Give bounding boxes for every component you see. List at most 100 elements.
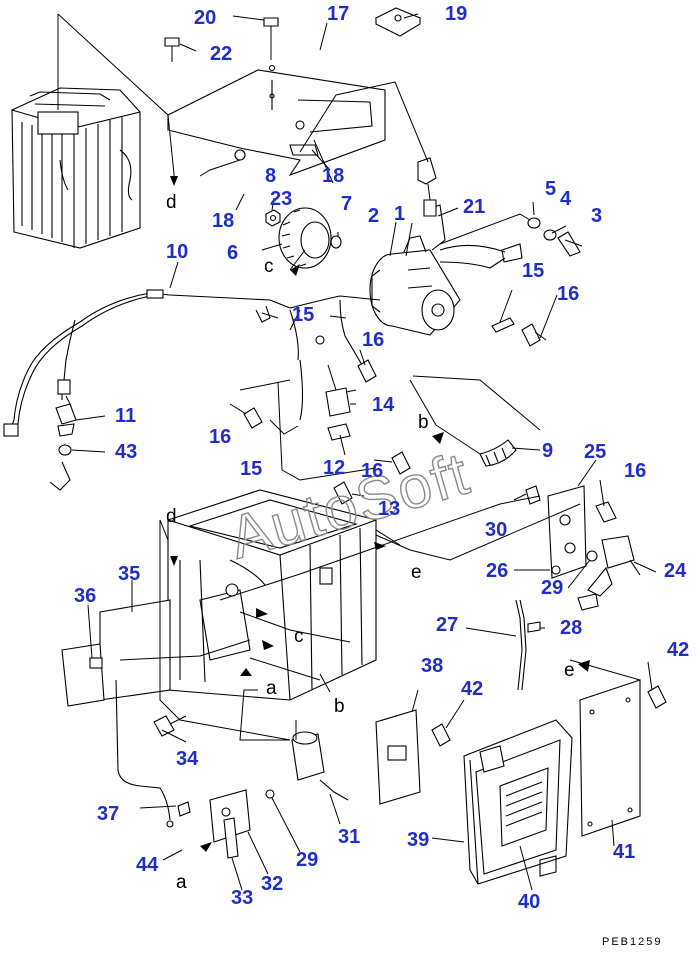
wire-37 <box>115 679 174 828</box>
ref-letter-a-frame: a <box>266 678 277 699</box>
plate-38 <box>375 709 421 805</box>
bolt-42b <box>647 685 667 709</box>
bolt-34 <box>153 715 187 737</box>
callout-44: 44 <box>136 854 159 876</box>
drawing-code: PEB1259 <box>602 936 662 948</box>
washer-29a <box>586 550 598 562</box>
bolt-16-a <box>521 323 547 347</box>
callout-43: 43 <box>115 441 137 463</box>
pin-28 <box>527 621 541 633</box>
nut-8 <box>265 209 281 227</box>
bolt-30 <box>525 485 541 505</box>
lever-33 <box>223 817 239 859</box>
bracket-25 <box>547 485 587 579</box>
filter-40 <box>499 767 549 847</box>
callout-35: 35 <box>118 563 140 585</box>
callout-numbers: 20 17 19 22 8 23 18 18 5 4 3 2 1 21 7 6 … <box>74 3 689 913</box>
ref-letter-b-top: b <box>418 412 429 433</box>
washer-26 <box>551 565 561 575</box>
callout-2: 2 <box>368 205 379 227</box>
callout-1: 1 <box>394 203 405 225</box>
callout-41: 41 <box>613 841 635 863</box>
callout-29-lower: 29 <box>296 849 318 871</box>
bolt-42a <box>431 723 451 747</box>
callout-22: 22 <box>210 43 232 65</box>
callout-19: 19 <box>445 3 467 25</box>
callout-24: 24 <box>664 560 687 582</box>
callout-32: 32 <box>261 873 283 895</box>
sensor-11 <box>55 395 77 437</box>
ref-letter-a-bottom: a <box>176 872 187 893</box>
callout-6: 6 <box>227 242 238 264</box>
relay-14 <box>325 387 357 417</box>
callout-36: 36 <box>74 585 96 607</box>
callout-29-upper: 29 <box>541 577 563 599</box>
radiator-block <box>11 87 141 249</box>
callout-26: 26 <box>486 560 508 582</box>
callout-23: 23 <box>270 188 292 210</box>
bolt-16-d <box>391 451 411 475</box>
cover-plate <box>167 64 386 177</box>
callout-21: 21 <box>463 196 485 218</box>
panel-41 <box>579 679 641 837</box>
callout-33: 33 <box>231 887 253 909</box>
washer-5 <box>527 217 541 229</box>
connector-15-right <box>439 243 523 333</box>
rod-27 <box>515 599 527 691</box>
callout-30: 30 <box>485 519 507 541</box>
callout-31: 31 <box>338 826 360 848</box>
bolt-16-c <box>243 407 263 429</box>
reference-letters: d c b d e c a b e a <box>166 192 575 893</box>
callout-38: 38 <box>421 655 443 677</box>
callout-16-far-right: 16 <box>624 460 646 482</box>
ref-letter-e-right: e <box>564 660 575 681</box>
callout-4: 4 <box>560 188 572 210</box>
bolt-16-e <box>595 501 617 523</box>
callout-25: 25 <box>584 441 606 463</box>
bolt-16-b <box>357 359 377 383</box>
callout-3: 3 <box>591 205 602 227</box>
callout-42-right: 42 <box>667 639 689 661</box>
callout-34: 34 <box>176 748 199 770</box>
callout-15-lower: 15 <box>240 458 262 480</box>
callout-5: 5 <box>545 178 556 200</box>
callout-16-mid: 16 <box>362 329 384 351</box>
callout-40: 40 <box>518 891 540 913</box>
washer-7 <box>330 235 342 249</box>
callout-10: 10 <box>166 241 188 263</box>
callout-18-right: 18 <box>322 165 344 187</box>
callout-8: 8 <box>265 165 276 187</box>
callout-28: 28 <box>560 617 582 639</box>
washer-29b <box>265 789 275 799</box>
callout-17: 17 <box>327 3 349 25</box>
ref-letter-b-frame: b <box>334 696 345 717</box>
callout-14: 14 <box>372 394 395 416</box>
ref-letter-c-top: c <box>264 256 274 277</box>
callout-12: 12 <box>323 457 345 479</box>
screw-44 <box>177 801 191 817</box>
fan-6 <box>278 207 332 269</box>
ref-letter-c-frame: c <box>294 626 304 647</box>
callout-16-left: 16 <box>209 426 231 448</box>
wire-harness-10 <box>3 289 381 437</box>
ref-letter-d-frame: d <box>166 506 177 527</box>
bracket-32 <box>209 789 251 843</box>
bolt-20 <box>263 17 279 60</box>
arrow-heads <box>170 176 590 852</box>
callout-7: 7 <box>341 193 352 215</box>
callout-9: 9 <box>542 440 553 462</box>
callout-27: 27 <box>436 614 458 636</box>
actuator-31 <box>291 731 349 801</box>
callout-37: 37 <box>97 803 119 825</box>
callout-42-mid: 42 <box>461 678 483 700</box>
valve-24 <box>577 535 641 611</box>
screw-3 <box>557 231 583 257</box>
ref-letter-e-frame: e <box>411 562 422 583</box>
ref-letter-d-top: d <box>166 192 177 213</box>
callout-18-left: 18 <box>212 210 234 232</box>
bolt-22 <box>164 37 180 62</box>
washer-43 <box>49 444 72 491</box>
callout-11: 11 <box>115 405 136 427</box>
